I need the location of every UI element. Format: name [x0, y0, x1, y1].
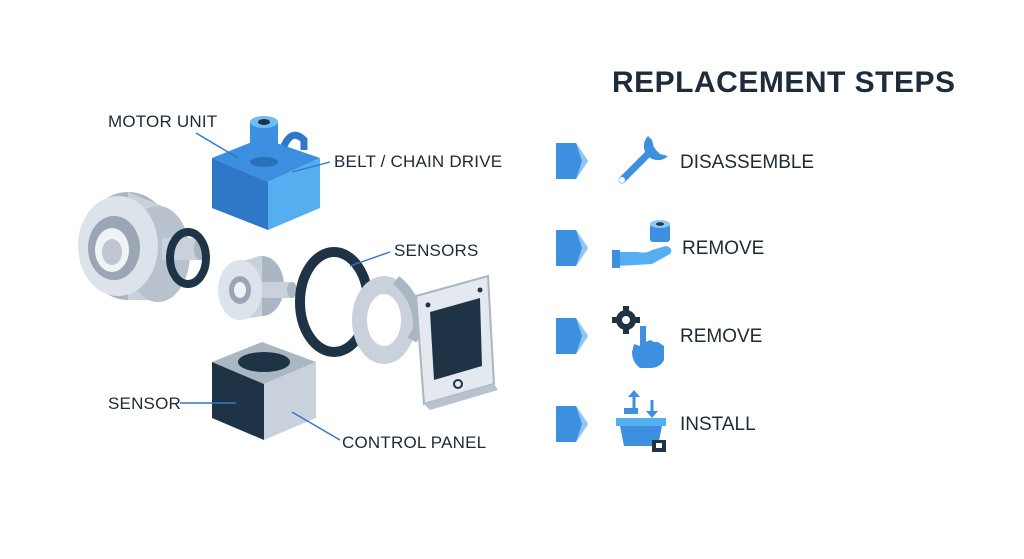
label-sensors: SENSORS: [394, 241, 479, 260]
step-label-3: REMOVE: [680, 326, 763, 347]
page-title: REPLACEMENT STEPS: [612, 66, 956, 99]
wrench-icon: [618, 136, 668, 184]
o-ring-small: [166, 228, 210, 288]
hub: [218, 256, 297, 320]
sensor-cube: [212, 342, 316, 440]
step-arrow-4: [556, 406, 588, 442]
step-label-1: DISASSEMBLE: [680, 152, 815, 173]
flange-ring: [352, 276, 424, 364]
step-label-4: INSTALL: [680, 414, 756, 435]
control-panel: [414, 274, 498, 410]
hand-with-part-icon: [612, 220, 672, 268]
step-label-2: REMOVE: [682, 238, 765, 259]
motor-unit: [212, 116, 320, 230]
gear-hand-icon: [612, 306, 664, 368]
label-motor-unit: MOTOR UNIT: [108, 112, 218, 131]
step-arrows: [556, 143, 588, 442]
label-control-panel: CONTROL PANEL: [342, 433, 487, 452]
label-belt-chain-drive: BELT / CHAIN DRIVE: [334, 152, 503, 171]
step-arrow-1: [556, 143, 588, 179]
label-sensor: SENSOR: [108, 394, 181, 413]
leader-lines: [180, 132, 391, 441]
step-arrow-3: [556, 318, 588, 354]
step-arrow-2: [556, 230, 588, 266]
install-box-icon: [616, 390, 666, 452]
